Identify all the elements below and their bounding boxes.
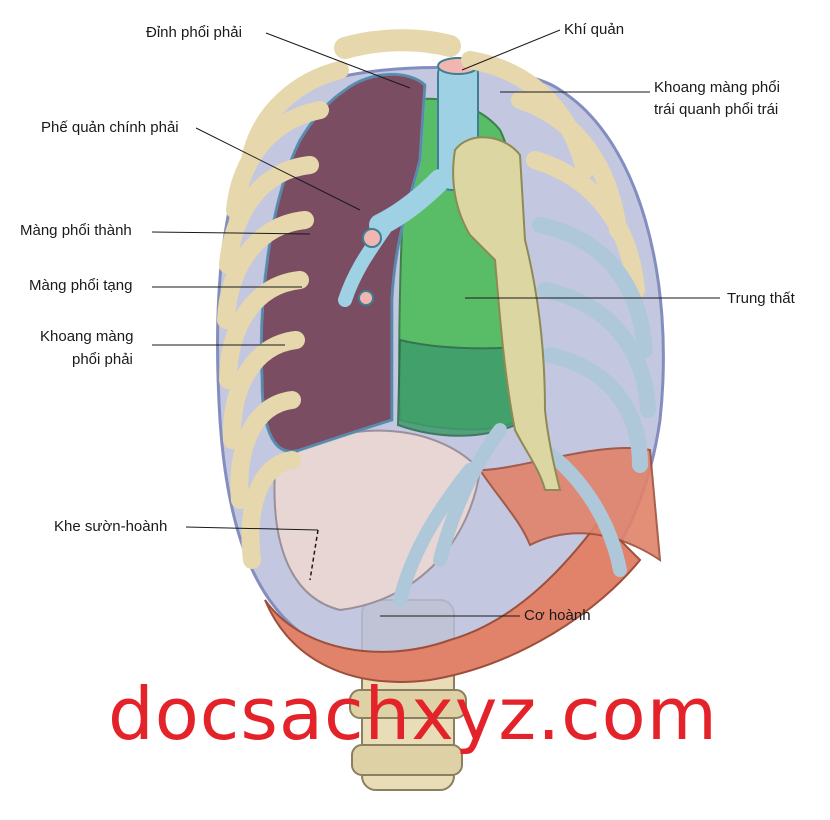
label-parietal-pleura: Màng phổi thành [20,222,132,239]
clavicle [334,29,461,59]
sternum [452,136,562,491]
watermark-text: docsachxyz.com [108,672,718,756]
diaphragm-muscle [264,429,662,683]
leader-lines [151,29,720,617]
label-right-pleural-cavity-line2: phổi phải [72,351,133,368]
label-apex-right-lung: Đỉnh phổi phải [146,24,242,41]
label-left-pleural-cavity-line2: trái quanh phổi trái [654,101,779,118]
label-diaphragm: Cơ hoành [524,607,591,624]
label-trachea: Khí quản [564,21,625,38]
label-costodiaphragmatic-recess: Khe sườn-hoành [54,518,168,535]
recess-marker [309,529,319,581]
label-right-pleural-cavity-line1: Khoang màng [40,328,134,345]
label-visceral-pleura: Màng phổi tạng [29,277,133,294]
label-mediastinum: Trung thất [727,290,795,307]
label-left-pleural-cavity-line1: Khoang màng phổi [654,79,780,96]
label-right-main-bronchus: Phế quản chính phải [41,119,179,136]
